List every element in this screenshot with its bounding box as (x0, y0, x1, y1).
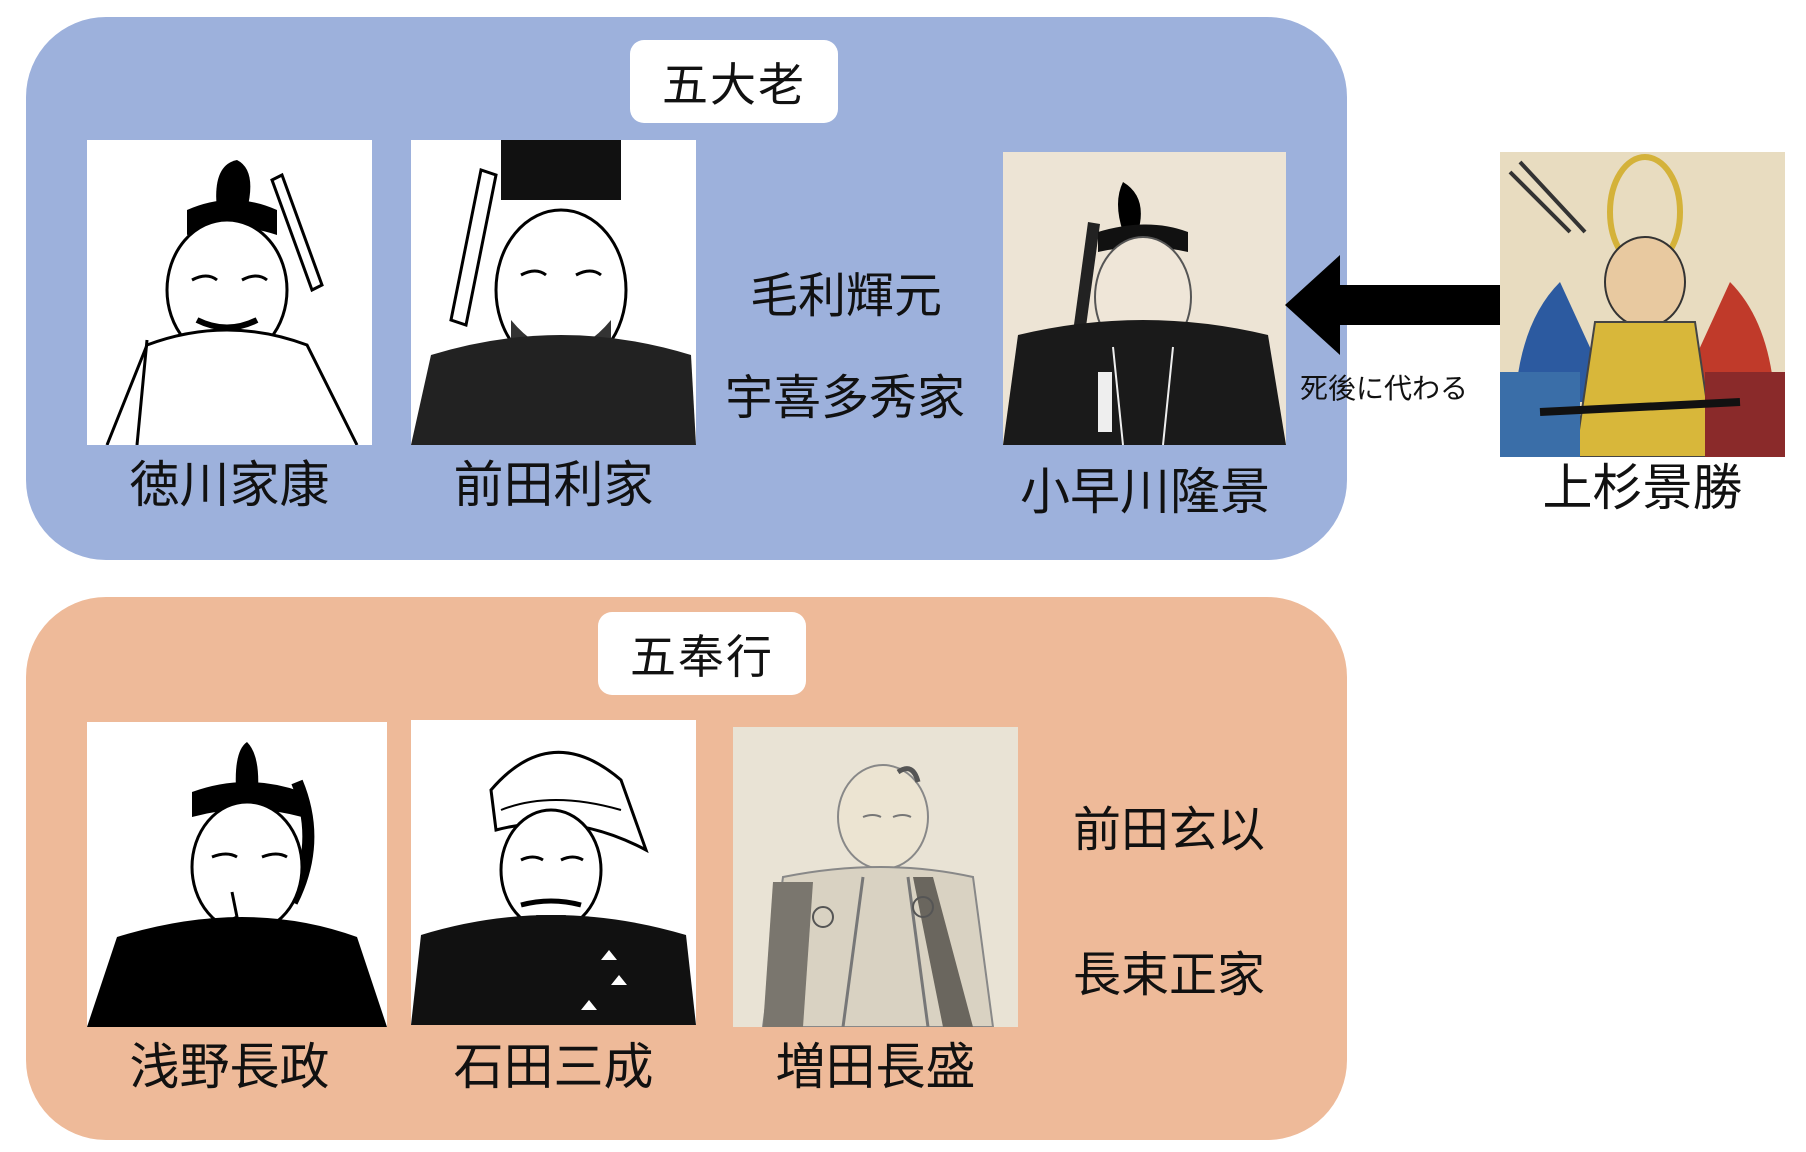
portrait-tokugawa-ieyasu (87, 140, 372, 445)
name-ishida-mitsunari: 石田三成 (453, 1038, 654, 1096)
name-mashita-nagamori: 増田長盛 (775, 1038, 976, 1096)
portrait-maeda-toshiie (411, 140, 696, 445)
name-ukita-hideie: 宇喜多秀家 (725, 370, 966, 426)
portrait-uesugi-kagekatsu (1500, 152, 1785, 457)
portrait-asano-nagamasa (87, 722, 387, 1027)
name-tokugawa-ieyasu: 徳川家康 (129, 456, 330, 514)
portrait-kobayakawa-takakage (1003, 152, 1286, 445)
name-uesugi-kagekatsu: 上杉景勝 (1542, 459, 1743, 517)
replacement-note: 死後に代わる (1300, 372, 1469, 405)
portrait-ishida-mitsunari (411, 720, 696, 1025)
go-tairou-title: 五大老 (630, 40, 838, 123)
name-maeda-toshiie: 前田利家 (453, 456, 654, 514)
name-kobayakawa-takakage: 小早川隆景 (1020, 463, 1270, 521)
name-mouri-terumoto: 毛利輝元 (750, 268, 943, 324)
portrait-mashita-nagamori (733, 727, 1018, 1027)
go-bugyou-title: 五奉行 (598, 612, 806, 695)
name-natsuka-masaie: 長束正家 (1073, 947, 1266, 1003)
name-maeda-gen-i: 前田玄以 (1073, 802, 1266, 858)
name-asano-nagamasa: 浅野長政 (129, 1038, 330, 1096)
replacement-arrow (1285, 255, 1500, 355)
